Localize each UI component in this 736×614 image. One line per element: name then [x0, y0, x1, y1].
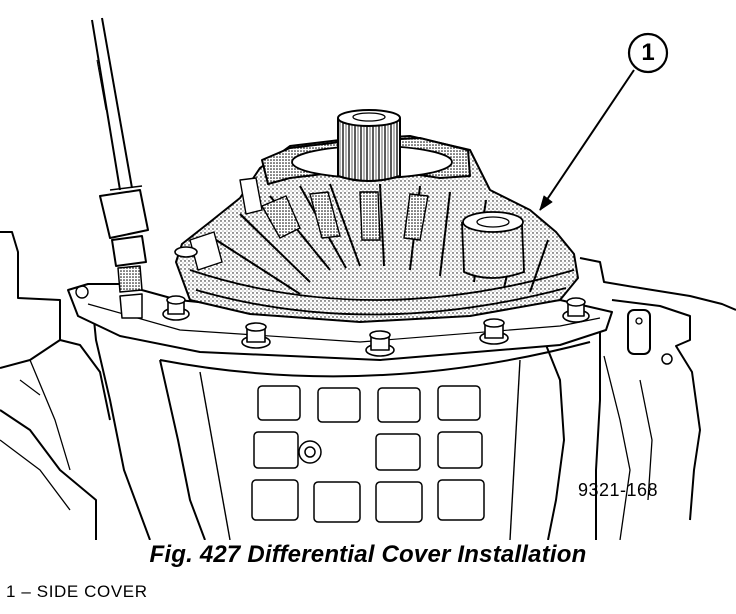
differential-cover-illustration: [0, 17, 736, 540]
legend-number: 1: [6, 582, 17, 601]
case-window-grid: [251, 385, 485, 523]
callout-marker: [539, 32, 669, 211]
cover-bolts: [162, 246, 590, 357]
legend-label: SIDE COVER: [36, 582, 148, 601]
transmission-case-body: [91, 299, 601, 540]
output-shaft: [337, 109, 401, 182]
transmission-case-left: [0, 231, 111, 540]
side-cover: [175, 135, 579, 323]
legend-separator: –: [16, 582, 37, 601]
transmission-case-right: [579, 257, 736, 540]
callout-number-1: 1: [641, 39, 655, 66]
figure-caption: Fig. 427 Differential Cover Installation: [149, 541, 587, 568]
legend-item: 1 – SIDE COVER: [6, 582, 148, 602]
shift-cable: [91, 17, 149, 319]
figure-code: 9321-168: [578, 480, 659, 500]
